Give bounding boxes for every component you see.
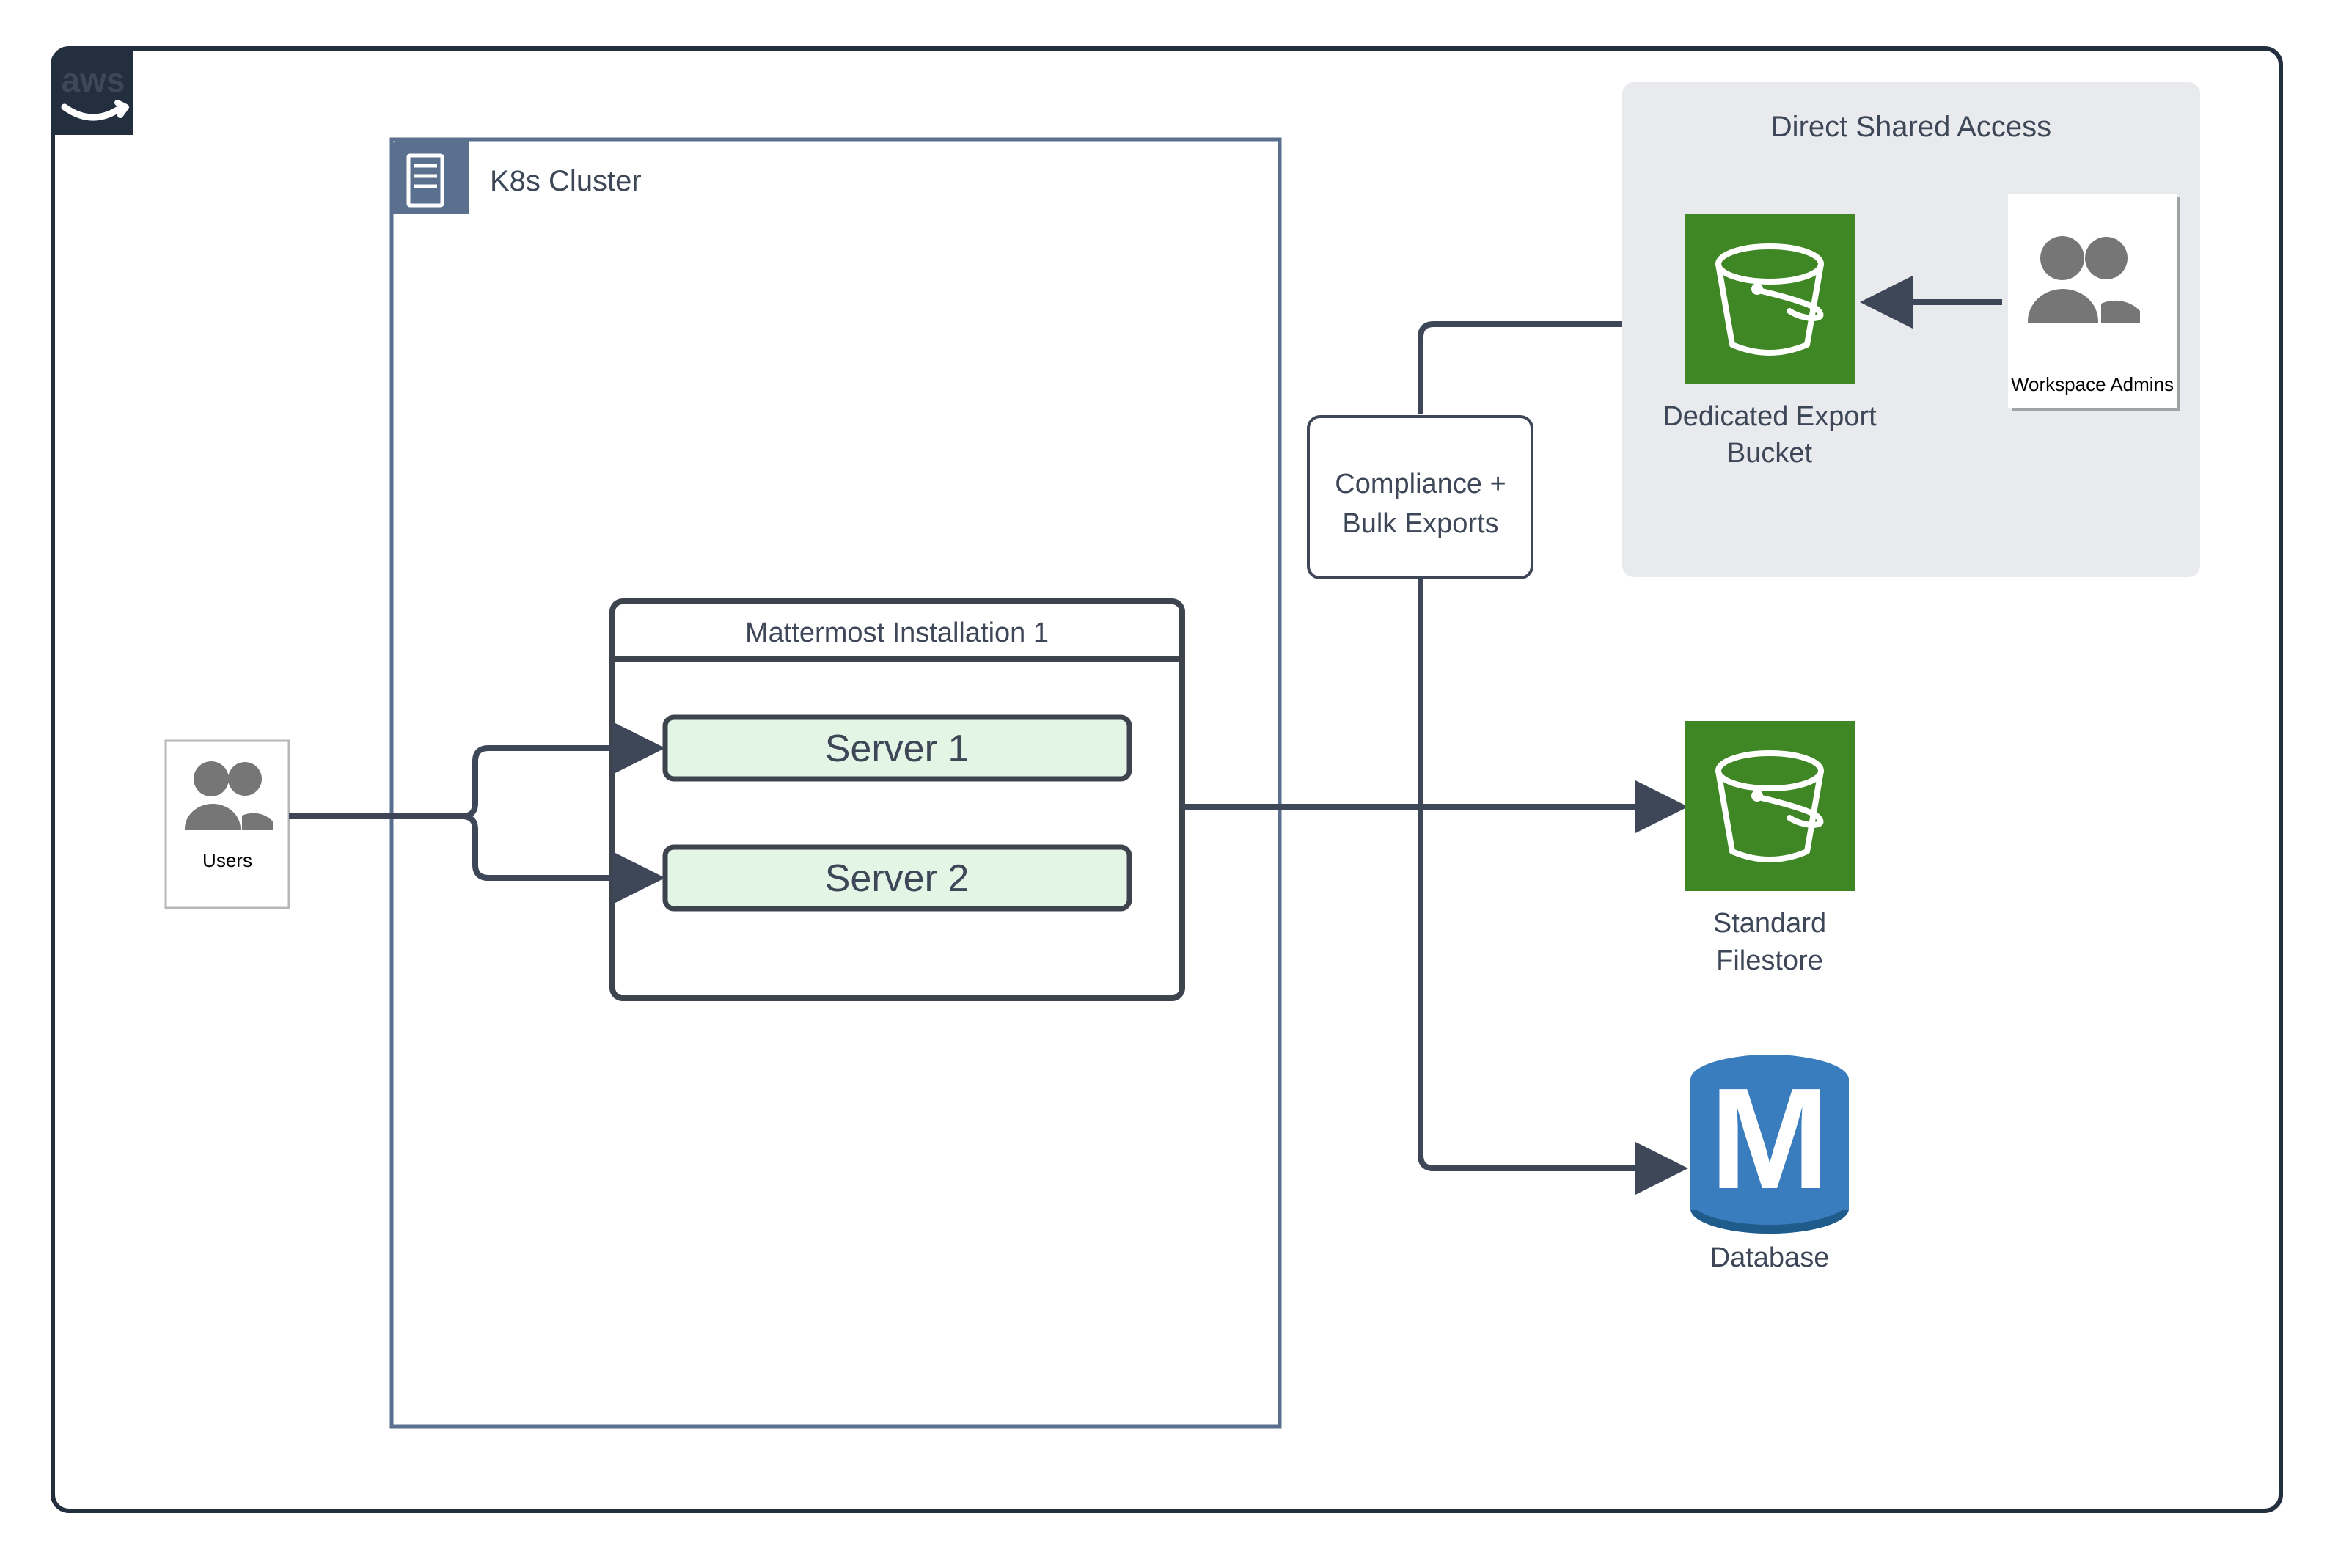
export-bucket-label-line1: Dedicated Export [1663,401,1877,432]
compliance-label-line2: Bulk Exports [1342,508,1498,539]
s3-bucket-icon [1715,243,1824,356]
mattermost-installation-title: Mattermost Installation 1 [745,618,1049,648]
direct-shared-access-title: Direct Shared Access [1771,111,2051,143]
people-icon [2028,236,2140,323]
standard-filestore-label-line1: Standard [1713,908,1826,939]
mattermost-database-icon: M [1690,1055,1849,1234]
workspace-admins-label: Workspace Admins [2011,373,2174,395]
edge-users-to-servers [289,722,665,904]
server-2-label: Server 2 [825,857,970,900]
server-1-label: Server 1 [825,728,970,770]
s3-bucket-icon [1715,750,1824,862]
database-label: Database [1710,1242,1830,1273]
people-icon [185,761,273,830]
edge-compliance-vertical [1418,298,1688,1195]
compliance-bulk-exports-node[interactable]: Compliance + Bulk Exports [1307,415,1533,579]
server-2-box[interactable]: Server 2 [662,844,1132,912]
database-node[interactable]: M Database [1690,1055,1849,1273]
k8s-cluster-label: K8s Cluster [490,165,642,197]
export-bucket-label-line2: Bucket [1727,438,1813,469]
mattermost-m-glyph: M [1709,1058,1829,1219]
users-node[interactable]: Users [164,739,290,909]
dedicated-export-bucket-node[interactable]: Dedicated Export Bucket [1663,214,1877,469]
mattermost-installation-box[interactable]: Mattermost Installation 1 Server 1 Serve… [609,598,1185,1001]
compliance-label-line1: Compliance + [1335,469,1506,499]
users-label: Users [202,849,252,871]
aws-smile-icon [61,103,125,121]
server-1-box[interactable]: Server 1 [662,714,1132,782]
server-rack-icon [406,153,444,208]
standard-filestore-label-line2: Filestore [1716,945,1823,976]
aws-logo-text: aws [62,61,125,99]
workspace-admins-node[interactable]: Workspace Admins [2008,194,2177,408]
aws-logo-badge: aws [53,48,133,135]
standard-filestore-node[interactable]: Standard Filestore [1685,721,1855,976]
